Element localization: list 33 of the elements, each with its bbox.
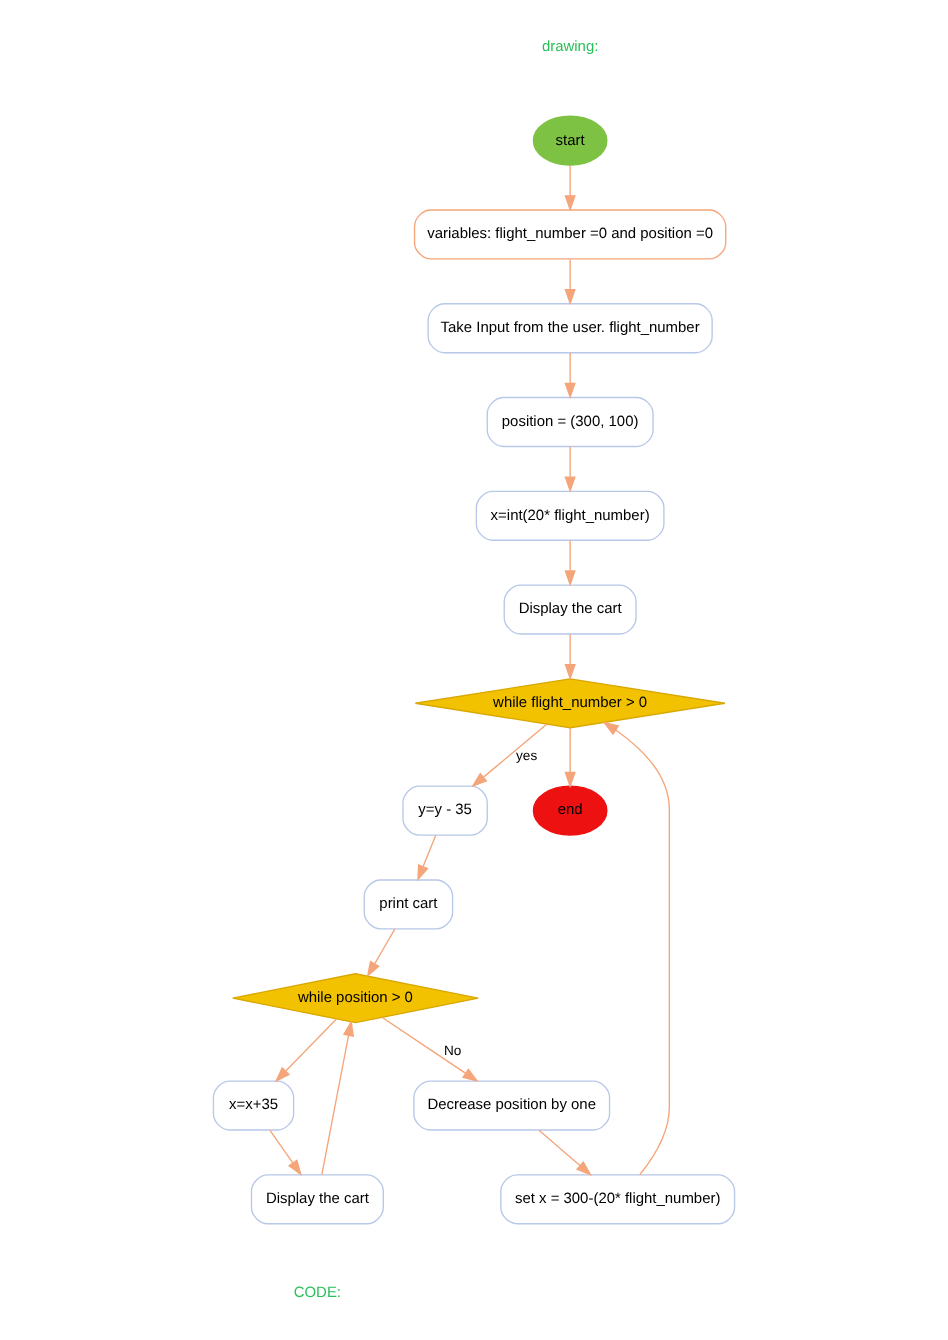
node-box: print cart bbox=[363, 879, 454, 930]
node-box: x=int(20* flight_number) bbox=[475, 490, 665, 541]
node-diamond: while flight_number > 0 bbox=[414, 678, 726, 729]
node-box: Display the cart bbox=[503, 584, 637, 635]
node-box: position = (300, 100) bbox=[486, 396, 654, 448]
arrow bbox=[274, 1018, 337, 1083]
arrow bbox=[602, 721, 670, 1176]
node-box: x=x+35 bbox=[212, 1080, 295, 1131]
node-box: variables: flight_number =0 and position =0 bbox=[413, 209, 727, 260]
arrow bbox=[381, 1016, 479, 1083]
arrow bbox=[564, 258, 576, 306]
arrow bbox=[538, 1129, 593, 1176]
arrow bbox=[269, 1129, 302, 1176]
node-box: Decrease position by one bbox=[413, 1080, 611, 1131]
label: drawing: bbox=[541, 36, 599, 55]
arrow bbox=[564, 633, 576, 681]
node-box: y=y - 35 bbox=[402, 785, 488, 836]
arrow bbox=[564, 539, 576, 587]
arrow bbox=[564, 164, 576, 212]
arrow bbox=[564, 446, 576, 493]
arrow bbox=[321, 1019, 355, 1176]
arrow bbox=[471, 723, 548, 788]
node-diamond: while position > 0 bbox=[232, 973, 479, 1024]
arrow bbox=[417, 834, 437, 882]
label: CODE: bbox=[293, 1282, 342, 1301]
node-ellipse: start bbox=[532, 115, 608, 166]
node-box: Take Input from the user. flight_number bbox=[427, 303, 713, 354]
arrow bbox=[564, 352, 576, 399]
node-box: set x = 300-(20* flight_number) bbox=[500, 1174, 736, 1225]
arrow bbox=[366, 928, 396, 978]
arrow bbox=[564, 727, 576, 789]
node-box: Display the cart bbox=[250, 1174, 384, 1225]
node-ellipse: end bbox=[532, 785, 608, 836]
